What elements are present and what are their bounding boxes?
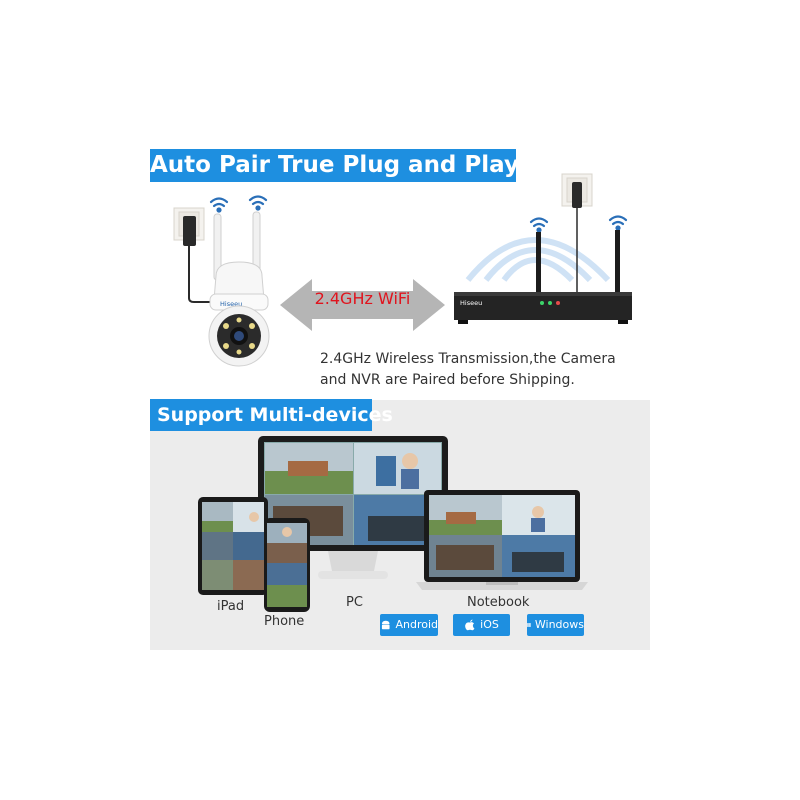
os-badge-ios: iOS (453, 614, 510, 636)
os-badge-android: Android (380, 614, 438, 636)
device-label-ipad: iPad (217, 599, 245, 614)
device-label-phone: Phone (264, 614, 305, 629)
notebook-illustration (416, 490, 588, 590)
os-badge-android-label: Android (395, 618, 438, 631)
phone-illustration (264, 518, 310, 612)
power-plug-icon (572, 182, 582, 208)
os-badge-ios-label: iOS (480, 618, 499, 631)
pairing-caption: 2.4GHz Wireless Transmission,the Camera … (320, 349, 616, 391)
camera-illustration: Hiseeu (173, 195, 270, 367)
wifi-arrow-label: 2.4GHz WiFi (314, 289, 411, 308)
caption-line-2: and NVR are Paired before Shipping. (320, 372, 575, 388)
top-section-banner: Auto Pair True Plug and Play (150, 149, 519, 182)
apple-icon (465, 619, 475, 631)
double-arrow-icon (280, 279, 445, 331)
bottom-section-banner: Support Multi-devices (150, 399, 393, 431)
device-label-notebook: Notebook (467, 595, 530, 610)
nvr-brand-label: Hiseeu (460, 299, 482, 307)
windows-icon (527, 623, 531, 627)
device-label-pc: PC (346, 595, 363, 610)
camera-brand-label: Hiseeu (220, 300, 242, 308)
wifi-icon (209, 195, 268, 213)
os-badge-windows-label: Windows (534, 618, 584, 631)
ptz-camera-icon (213, 261, 265, 301)
power-plug-icon (183, 216, 196, 246)
android-icon (381, 620, 390, 630)
caption-line-1: 2.4GHz Wireless Transmission,the Camera (320, 351, 616, 367)
nvr-box-icon (454, 292, 632, 320)
wifi-icon (529, 215, 628, 233)
ipad-illustration (198, 497, 268, 595)
nvr-illustration: Hiseeu (454, 173, 632, 324)
wifi-link-arrow (280, 279, 445, 331)
os-badge-windows: Windows (527, 614, 584, 636)
